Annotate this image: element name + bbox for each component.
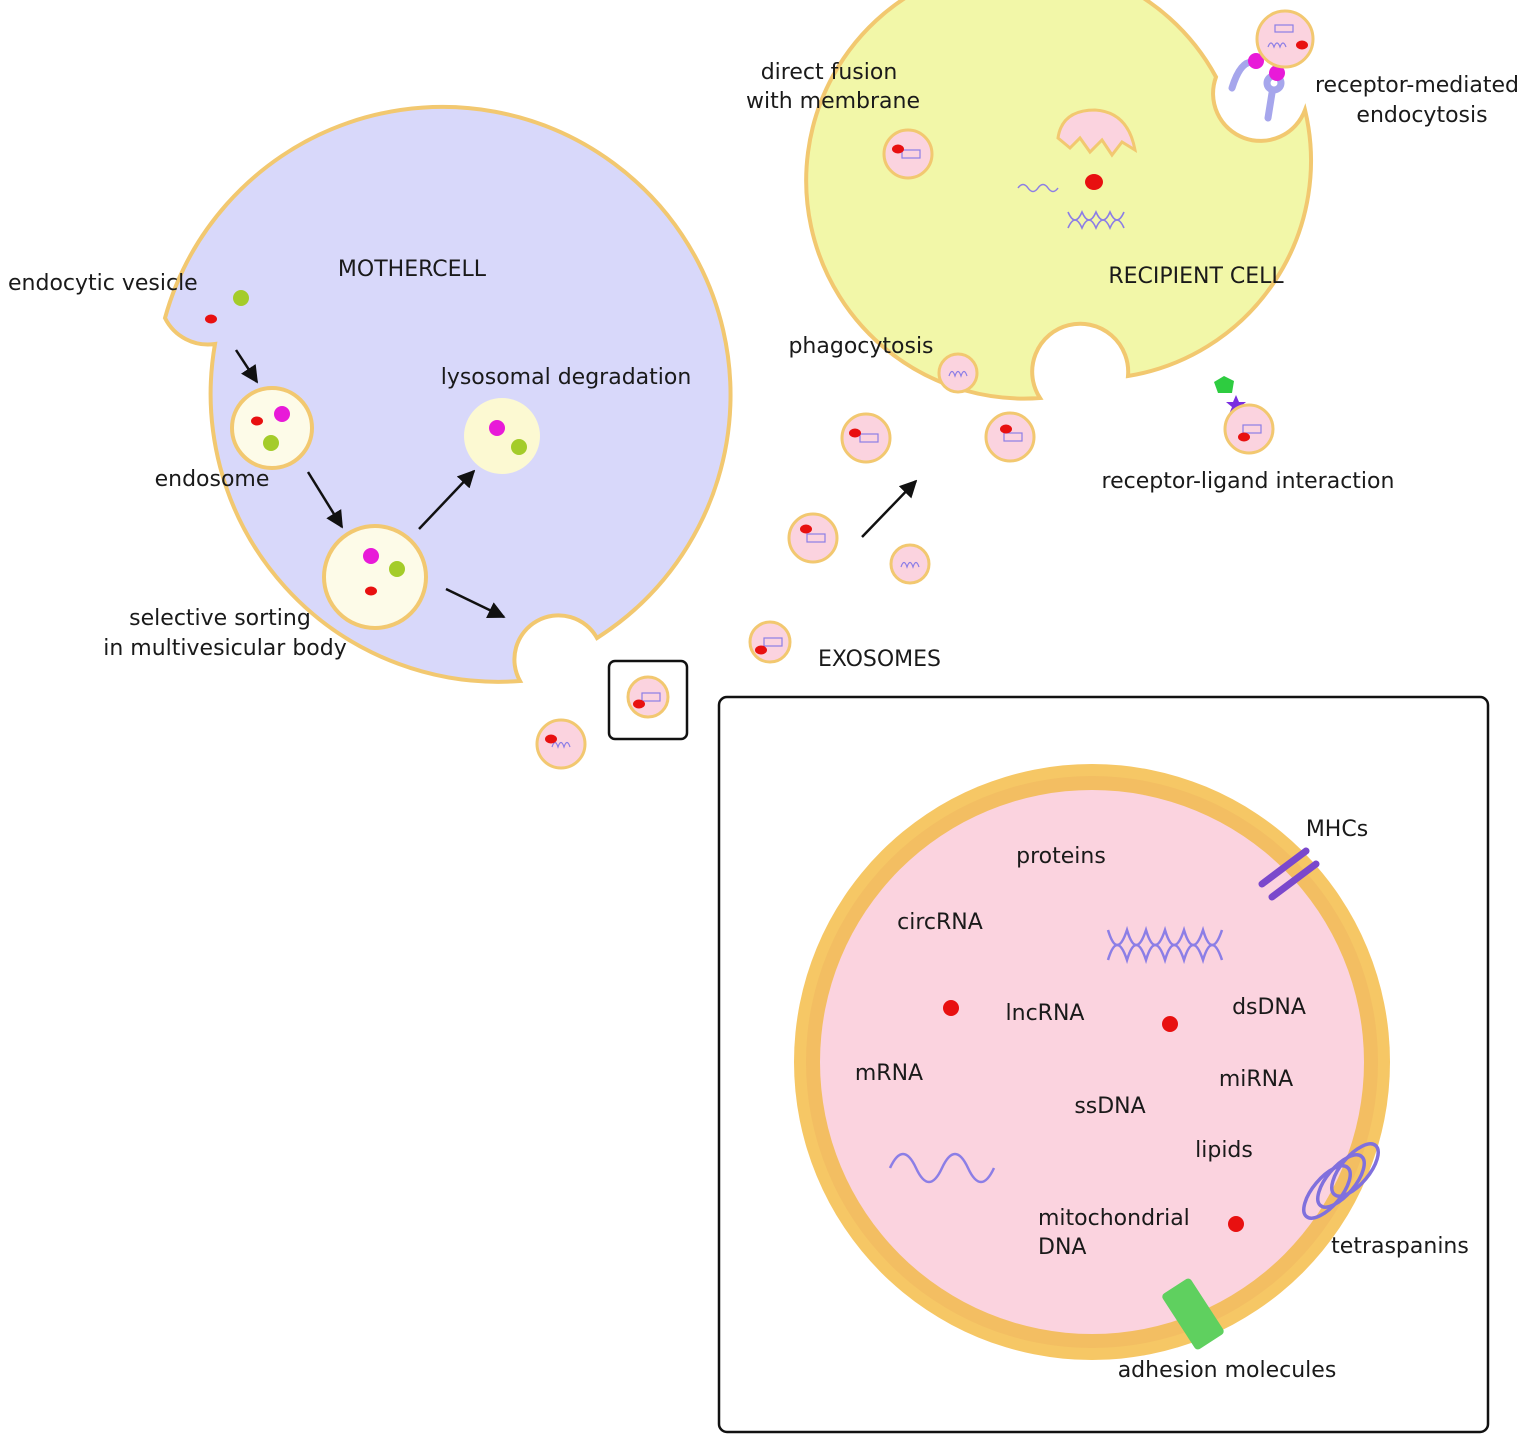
exosome-particle xyxy=(840,412,892,464)
direct-fusion-label-line2: with membrane xyxy=(746,89,920,114)
lysosomal-degradation-label: lysosomal degradation xyxy=(441,365,692,390)
dsdna-helix-icon xyxy=(1106,925,1224,965)
arrow-endosome-to-mvb xyxy=(306,471,344,529)
rna-cargo-icon xyxy=(900,561,920,569)
exosome-detail: proteins MHCs circRNA lncRNA dsDNA mRNA … xyxy=(794,764,1469,1383)
protein-cargo-dot xyxy=(545,734,557,744)
mother-cell-title: MOTHERCELL xyxy=(338,257,487,282)
exosome-membrane xyxy=(535,718,587,770)
exosome-membrane xyxy=(748,620,792,664)
tetraspanin-icon xyxy=(1302,1142,1380,1220)
recipient-cell: RECIPIENT CELL direct fusion with mem xyxy=(746,0,1519,494)
exosome-particle xyxy=(882,128,934,180)
mhcs-label: MHCs xyxy=(1306,817,1368,842)
exosome-membrane xyxy=(1223,403,1275,455)
dna-cargo-icon xyxy=(1242,424,1262,434)
adhesion-molecule-icon xyxy=(1162,1278,1224,1350)
exosome-particle xyxy=(535,718,587,770)
protein-cargo-dot xyxy=(892,144,904,154)
exosome-membrane xyxy=(984,411,1036,463)
exosome-membrane xyxy=(889,543,931,585)
rna-cargo-icon xyxy=(551,741,571,749)
proteins-label: proteins xyxy=(1016,844,1106,869)
cargo-dot xyxy=(1085,174,1103,190)
exosome-membrane xyxy=(787,512,839,564)
exosome-membrane xyxy=(937,352,979,394)
protein-cargo-dot xyxy=(1000,424,1012,434)
exosome-particles xyxy=(535,128,1275,770)
exosome-particle xyxy=(626,675,670,719)
exosome-particle xyxy=(889,543,931,585)
mother-cell-body xyxy=(162,105,733,684)
mhc-icon xyxy=(1258,847,1320,901)
endocytosed-exosome xyxy=(1255,9,1315,69)
protein-cargo-dot xyxy=(755,645,767,655)
endosome xyxy=(230,386,314,470)
protein-cargo-dot xyxy=(633,699,645,709)
dna-cargo-icon xyxy=(901,149,921,159)
arrow-exosomes-to-cell xyxy=(861,479,918,538)
dna-helix-icon xyxy=(1067,210,1125,230)
dna-cargo-icon xyxy=(1003,432,1023,442)
receptor-mediated-label-line1: receptor-mediated xyxy=(1315,73,1519,98)
protein-cargo-dot xyxy=(800,524,812,534)
ligand-star-icon xyxy=(1226,395,1246,414)
recipient-cell-body xyxy=(804,0,1313,401)
mrna-wave-icon xyxy=(888,1152,996,1184)
protein-dot xyxy=(1162,1016,1178,1032)
mito-dna-label-line1: mitochondrial xyxy=(1038,1206,1190,1231)
ssdna-label: ssDNA xyxy=(1074,1094,1145,1119)
exosomes-label: EXOSOMES xyxy=(818,647,941,672)
recipient-cell-title: RECIPIENT CELL xyxy=(1108,264,1284,289)
arrow-mvb-to-lysosome xyxy=(418,469,476,530)
mrna-label: mRNA xyxy=(855,1061,923,1086)
dna-cargo-icon xyxy=(763,637,783,647)
receptor-icon xyxy=(1214,376,1234,393)
rna-cargo-icon xyxy=(948,370,968,378)
adhesion-molecules-label: adhesion molecules xyxy=(1118,1358,1337,1383)
lncrna-label: lncRNA xyxy=(1006,1001,1085,1026)
circrna-label: circRNA xyxy=(897,910,983,935)
dsdna-label: dsDNA xyxy=(1232,995,1306,1020)
receptor-ligand-label: receptor-ligand interaction xyxy=(1102,469,1395,494)
exosome-particle xyxy=(748,620,792,664)
mitochondrion-icon xyxy=(1056,108,1138,158)
endosome-label: endosome xyxy=(155,467,270,492)
exosome-membrane xyxy=(882,128,934,180)
lysosome xyxy=(464,398,540,474)
mito-dna-label-line2: DNA xyxy=(1038,1235,1086,1260)
arrow-vesicle-to-endosome xyxy=(234,349,259,384)
sorting-label-line2: in multivesicular body xyxy=(103,636,346,661)
exosome-particle xyxy=(1223,403,1275,455)
exosome-particle xyxy=(937,352,979,394)
phagocytosis-label: phagocytosis xyxy=(788,334,933,359)
receptor-complex xyxy=(1228,53,1285,122)
protein-dot xyxy=(1228,1216,1244,1232)
arrow-mvb-to-release xyxy=(445,587,506,619)
multivesicular-body xyxy=(322,524,428,630)
rna-icon xyxy=(1017,183,1059,193)
protein-cargo-dot xyxy=(849,428,861,438)
receptor-mediated-label-line2: endocytosis xyxy=(1356,103,1487,128)
exosome-membrane xyxy=(626,675,670,719)
lipids-label: lipids xyxy=(1195,1138,1253,1163)
direct-fusion-label-line1: direct fusion xyxy=(761,60,898,85)
endocytic-vesicle xyxy=(205,290,249,324)
sorting-label-line1: selective sorting xyxy=(129,606,311,631)
mother-cell: MOTHERCELL endocytic vesicle endosome se… xyxy=(8,105,733,684)
exosome-particle xyxy=(984,411,1036,463)
protein-cargo-dot xyxy=(1238,432,1250,442)
protein-dot xyxy=(943,1000,959,1016)
dna-cargo-icon xyxy=(859,433,879,443)
exosome-lumen xyxy=(820,790,1364,1334)
exosome-particle xyxy=(787,512,839,564)
mirna-label: miRNA xyxy=(1219,1067,1293,1092)
tetraspanins-label: tetraspanins xyxy=(1331,1234,1469,1259)
exosome-highlight-box xyxy=(607,659,689,741)
dna-cargo-icon xyxy=(806,533,826,543)
exosome-membrane xyxy=(840,412,892,464)
endocytic-vesicle-label: endocytic vesicle xyxy=(8,271,198,296)
dna-cargo-icon xyxy=(641,692,661,702)
